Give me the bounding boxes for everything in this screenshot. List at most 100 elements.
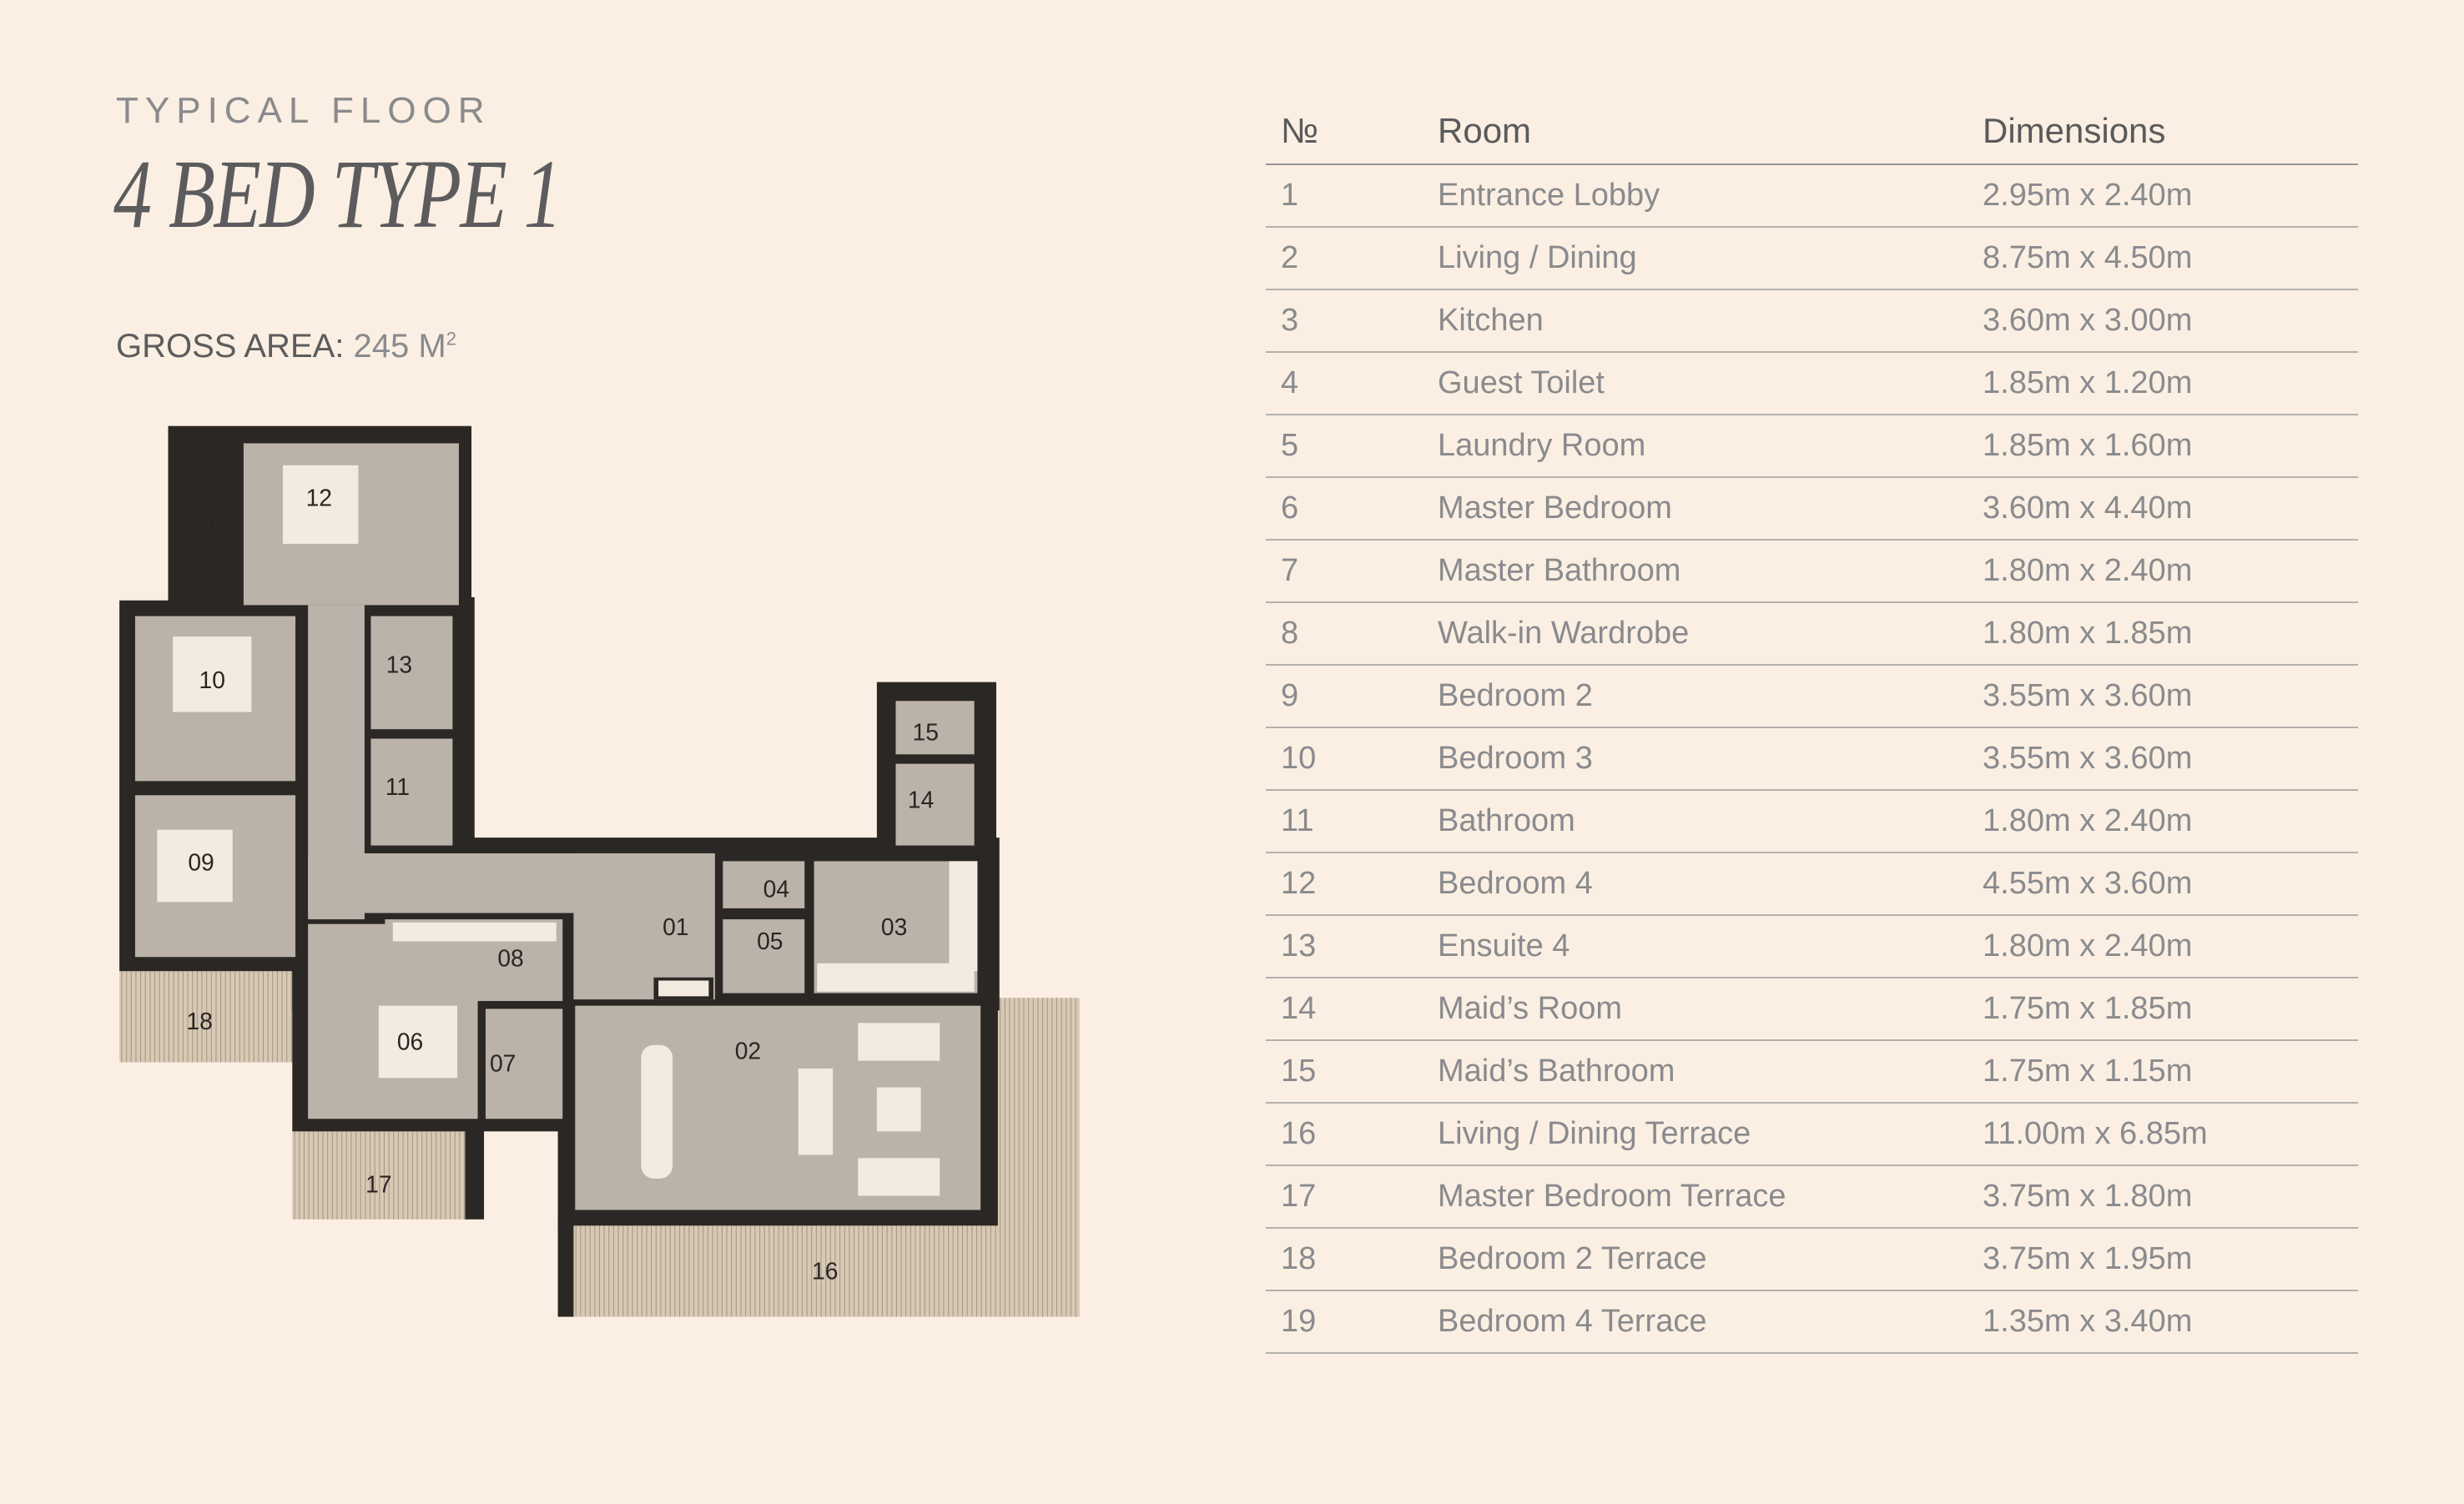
terrace-18 — [119, 971, 296, 1063]
room-dimensions: 2.95m x 2.40m — [1968, 164, 2358, 228]
room-number: 11 — [1266, 790, 1423, 853]
room-dimensions: 3.55m x 3.60m — [1968, 665, 2358, 728]
kitchen-counter — [817, 963, 975, 992]
room-label: 02 — [735, 1038, 761, 1064]
room-number: 15 — [1266, 1040, 1423, 1104]
room-name: Living / Dining — [1423, 227, 1968, 290]
room-label: 06 — [397, 1028, 423, 1054]
room-label: 10 — [199, 666, 225, 693]
room-dimensions: 4.55m x 3.60m — [1968, 853, 2358, 916]
room-label: 07 — [490, 1050, 516, 1077]
room-dimensions: 3.75m x 1.95m — [1968, 1228, 2358, 1291]
room-dimensions: 3.60m x 4.40m — [1968, 477, 2358, 541]
room-number: 19 — [1266, 1290, 1423, 1354]
page-title: 4 BED TYPE 1 — [113, 139, 562, 249]
room-name: Bedroom 2 — [1423, 665, 1968, 728]
room-13 — [370, 616, 453, 730]
room-number: 16 — [1266, 1103, 1423, 1166]
wardrobe — [392, 922, 557, 942]
room-number: 9 — [1266, 665, 1423, 728]
room-15 — [895, 701, 975, 755]
dining-table — [641, 1044, 673, 1179]
room-dimensions: 3.75m x 1.80m — [1968, 1165, 2358, 1229]
room-name: Master Bedroom — [1423, 477, 1968, 541]
room-number: 2 — [1266, 227, 1423, 290]
room-label: 08 — [497, 944, 523, 971]
room-name: Entrance Lobby — [1423, 164, 1968, 228]
terrace-17 — [292, 1128, 469, 1220]
room-label: 11 — [385, 773, 410, 800]
room-number: 10 — [1266, 727, 1423, 791]
column-header-room: Room — [1423, 98, 1968, 165]
wall-block — [557, 1222, 574, 1317]
sofa — [798, 1068, 834, 1155]
room-name: Guest Toilet — [1423, 352, 1968, 415]
room-name: Bedroom 3 — [1423, 727, 1968, 791]
room-dimensions: 1.80m x 2.40m — [1968, 790, 2358, 853]
table-header: № Room Dimensions — [1266, 98, 2358, 165]
column-header-dimensions: Dimensions — [1968, 98, 2358, 165]
room-name: Master Bedroom Terrace — [1423, 1165, 1968, 1229]
room-label: 03 — [881, 913, 907, 940]
room-dimensions: 3.55m x 3.60m — [1968, 727, 2358, 791]
gross-area-label: GROSS AREA: — [116, 328, 345, 365]
room-number: 13 — [1266, 915, 1423, 978]
room-name: Walk-in Wardrobe — [1423, 602, 1968, 666]
room-number: 5 — [1266, 415, 1423, 478]
gross-area-value: 245 M2 — [353, 328, 456, 365]
room-07 — [485, 1009, 563, 1119]
gross-area: GROSS AREA: 245 M2 — [116, 328, 456, 365]
room-name: Maid’s Bathroom — [1423, 1040, 1968, 1104]
room-name: Laundry Room — [1423, 415, 1968, 478]
column-header-number: № — [1266, 98, 1423, 165]
room-label: 12 — [306, 485, 332, 511]
room-number: 12 — [1266, 853, 1423, 916]
room-label: 01 — [663, 913, 688, 940]
room-number: 4 — [1266, 352, 1423, 415]
room-dimensions: 1.85m x 1.60m — [1968, 415, 2358, 478]
room-number: 18 — [1266, 1228, 1423, 1291]
kitchen-counter — [949, 861, 978, 972]
room-label: 09 — [188, 849, 214, 876]
room-number: 14 — [1266, 978, 1423, 1041]
room-label: 19 — [188, 513, 214, 540]
sofa — [858, 1023, 940, 1061]
room-number: 8 — [1266, 602, 1423, 666]
bed-06 — [378, 1005, 458, 1079]
room-labels: 01 02 03 04 05 06 07 08 09 10 11 12 13 1… — [186, 485, 938, 1285]
room-number: 1 — [1266, 164, 1423, 228]
room-name: Bathroom — [1423, 790, 1968, 853]
sofa — [858, 1158, 940, 1196]
room-label: 16 — [812, 1257, 838, 1284]
room-11 — [370, 738, 453, 846]
room-label: 13 — [386, 651, 412, 677]
room-name: Master Bathroom — [1423, 540, 1968, 603]
coffee-table — [876, 1087, 921, 1132]
room-label: 18 — [186, 1008, 212, 1034]
room-label: 05 — [757, 928, 783, 954]
room-dimensions: 1.85m x 1.20m — [1968, 352, 2358, 415]
room-dimensions: 1.75m x 1.85m — [1968, 978, 2358, 1041]
closet-interior — [658, 980, 709, 997]
room-dimensions: 11.00m x 6.85m — [1968, 1103, 2358, 1166]
room-dimensions: 8.75m x 4.50m — [1968, 227, 2358, 290]
room-dimensions: 1.80m x 1.85m — [1968, 602, 2358, 666]
bed-09 — [157, 829, 233, 903]
room-dimensions: 1.80m x 2.40m — [1968, 540, 2358, 603]
